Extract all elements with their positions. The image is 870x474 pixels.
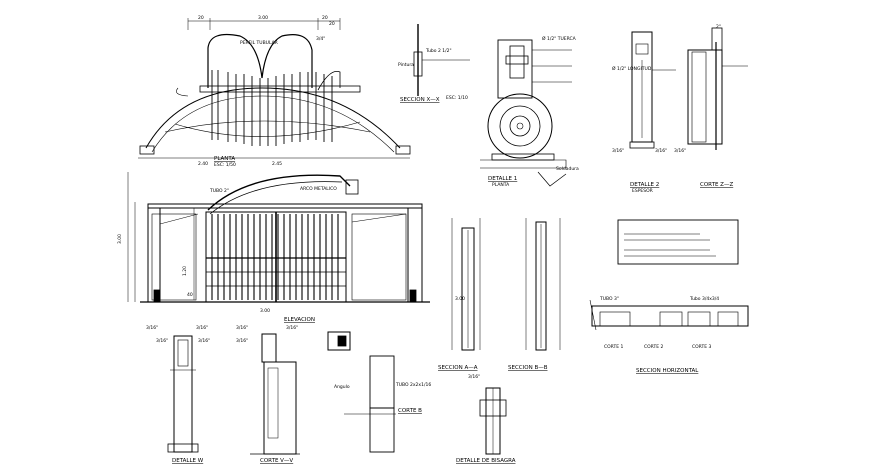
cut-zz-title: CORTE Z—Z bbox=[700, 182, 733, 188]
plan-view: 20 3.00 20 20 2.40 2.45 PLANTA bbox=[138, 15, 411, 168]
svg-text:3/4": 3/4" bbox=[316, 36, 325, 42]
plan-title: PLANTA bbox=[214, 156, 235, 162]
elevation-title: ELEVACION bbox=[284, 317, 315, 323]
svg-text:3.00: 3.00 bbox=[455, 296, 465, 302]
elevation-low: 40 bbox=[187, 292, 193, 298]
svg-text:3/16": 3/16" bbox=[674, 148, 686, 154]
dim-vv-b: 3/16" bbox=[286, 325, 298, 331]
svg-text:3/16": 3/16" bbox=[198, 338, 210, 344]
horizontal-cut-1: CORTE 1 bbox=[604, 344, 624, 350]
svg-text:Soldadura: Soldadura bbox=[556, 166, 579, 172]
horizontal-section: TUBO 3" Tubo 3/4x3/4 CORTE 1 CORTE 2 COR… bbox=[589, 296, 749, 374]
detail-hinge-title: DETALLE DE BISAGRA bbox=[456, 458, 516, 464]
section-aa-title: SECCION A—A bbox=[438, 365, 478, 371]
svg-text:3/16": 3/16" bbox=[236, 338, 248, 344]
elevation-mid: 1.20 bbox=[182, 266, 188, 276]
plan-dim-1: 20 bbox=[198, 15, 204, 21]
detail-2-sub: ESPESOR bbox=[632, 188, 653, 194]
svg-text:ESC: 1/10: ESC: 1/10 bbox=[446, 95, 468, 101]
detail-1: DETALLE 1 PLANTA Ø 1/2" TUERCA Soldadura bbox=[480, 35, 579, 188]
horizontal-cut-2: CORTE 2 bbox=[644, 344, 664, 350]
svg-text:3/16": 3/16" bbox=[156, 338, 168, 344]
section-bb: SECCION B—B bbox=[508, 218, 561, 371]
dim-w-b: 3/16" bbox=[196, 325, 208, 331]
svg-text:TUBO 2": TUBO 2" bbox=[209, 188, 229, 194]
horizontal-cut-3: CORTE 3 bbox=[692, 344, 712, 350]
cut-zz: 2" 3/16" CORTE Z—Z bbox=[674, 24, 748, 188]
elevation-height: 3.00 bbox=[117, 234, 123, 244]
section-aa: 3.00 SECCION A—A bbox=[438, 218, 481, 371]
svg-text:Angulo: Angulo bbox=[334, 384, 350, 390]
dim-hinge: 3/16" bbox=[468, 374, 480, 380]
svg-text:Tubo 2 1/2": Tubo 2 1/2" bbox=[425, 48, 452, 54]
section-bb-title: SECCION B—B bbox=[508, 365, 548, 371]
cut-vv-title: CORTE V—V bbox=[260, 458, 293, 464]
svg-text:Tubo 3/4x3/4: Tubo 3/4x3/4 bbox=[689, 296, 719, 302]
svg-text:TUBO 2x2x1/16: TUBO 2x2x1/16 bbox=[395, 382, 431, 388]
svg-text:Pintura: Pintura bbox=[398, 62, 414, 68]
detail-w-title: DETALLE W bbox=[172, 458, 204, 464]
detail-w: 3/16" 3/16" 3/16" 3/16" DETALLE W bbox=[146, 325, 210, 464]
detail-2-title: DETALLE 2 bbox=[630, 182, 659, 188]
dim-vv-a: 3/16" bbox=[236, 325, 248, 331]
dim-d2-a: 3/16" bbox=[612, 148, 624, 154]
svg-text:ESC: 1/50: ESC: 1/50 bbox=[214, 162, 236, 168]
detail-2: Ø 1/2" LONGITUD 3/16" 3/16" DETALLE 2 ES… bbox=[612, 31, 676, 194]
elevation-bottom: 3.00 bbox=[260, 308, 270, 314]
svg-text:TUBO 3": TUBO 3" bbox=[599, 296, 619, 302]
section-xx-title: SECCION X—X bbox=[400, 97, 440, 103]
plan-dim-4: 20 bbox=[329, 21, 335, 27]
dim-zz-top: 2" bbox=[716, 24, 721, 30]
elevation-view: 3.00 1.20 40 3.00 ELEVACION TUBO 2" ARCO… bbox=[117, 172, 430, 323]
dim-d2-b: 3/16" bbox=[655, 148, 667, 154]
detail-hinge: 3/16" DETALLE DE BISAGRA bbox=[456, 374, 516, 464]
detail-1-sub: PLANTA bbox=[492, 182, 510, 188]
horizontal-title: SECCION HORIZONTAL bbox=[636, 368, 699, 374]
plan-dim-3: 20 bbox=[322, 15, 328, 21]
svg-text:Ø 1/2" LONGITUD: Ø 1/2" LONGITUD bbox=[612, 65, 652, 72]
svg-text:PERFIL TUBULAR: PERFIL TUBULAR bbox=[240, 40, 278, 46]
cut-b-title: CORTE B bbox=[398, 408, 422, 414]
svg-text:ARCO METALICO: ARCO METALICO bbox=[300, 186, 337, 192]
cut-b: TUBO 2x2x1/16 Angulo CORTE B bbox=[327, 331, 431, 453]
plan-dim-2: 3.00 bbox=[258, 15, 268, 21]
cut-vv: 3/16" 3/16" 3/16" CORTE V—V bbox=[236, 325, 300, 464]
svg-text:Ø 1/2" TUERCA: Ø 1/2" TUERCA bbox=[542, 35, 577, 42]
plan-dim-bottom-2: 2.45 bbox=[272, 161, 282, 167]
plan-dim-bottom-1: 2.40 bbox=[198, 161, 208, 167]
section-xx: Tubo 2 1/2" Pintura SECCION X—X ESC: 1/1… bbox=[398, 24, 470, 103]
detail-1-title: DETALLE 1 bbox=[488, 176, 517, 182]
dim-w-a: 3/16" bbox=[146, 325, 158, 331]
notes-box bbox=[617, 219, 739, 265]
